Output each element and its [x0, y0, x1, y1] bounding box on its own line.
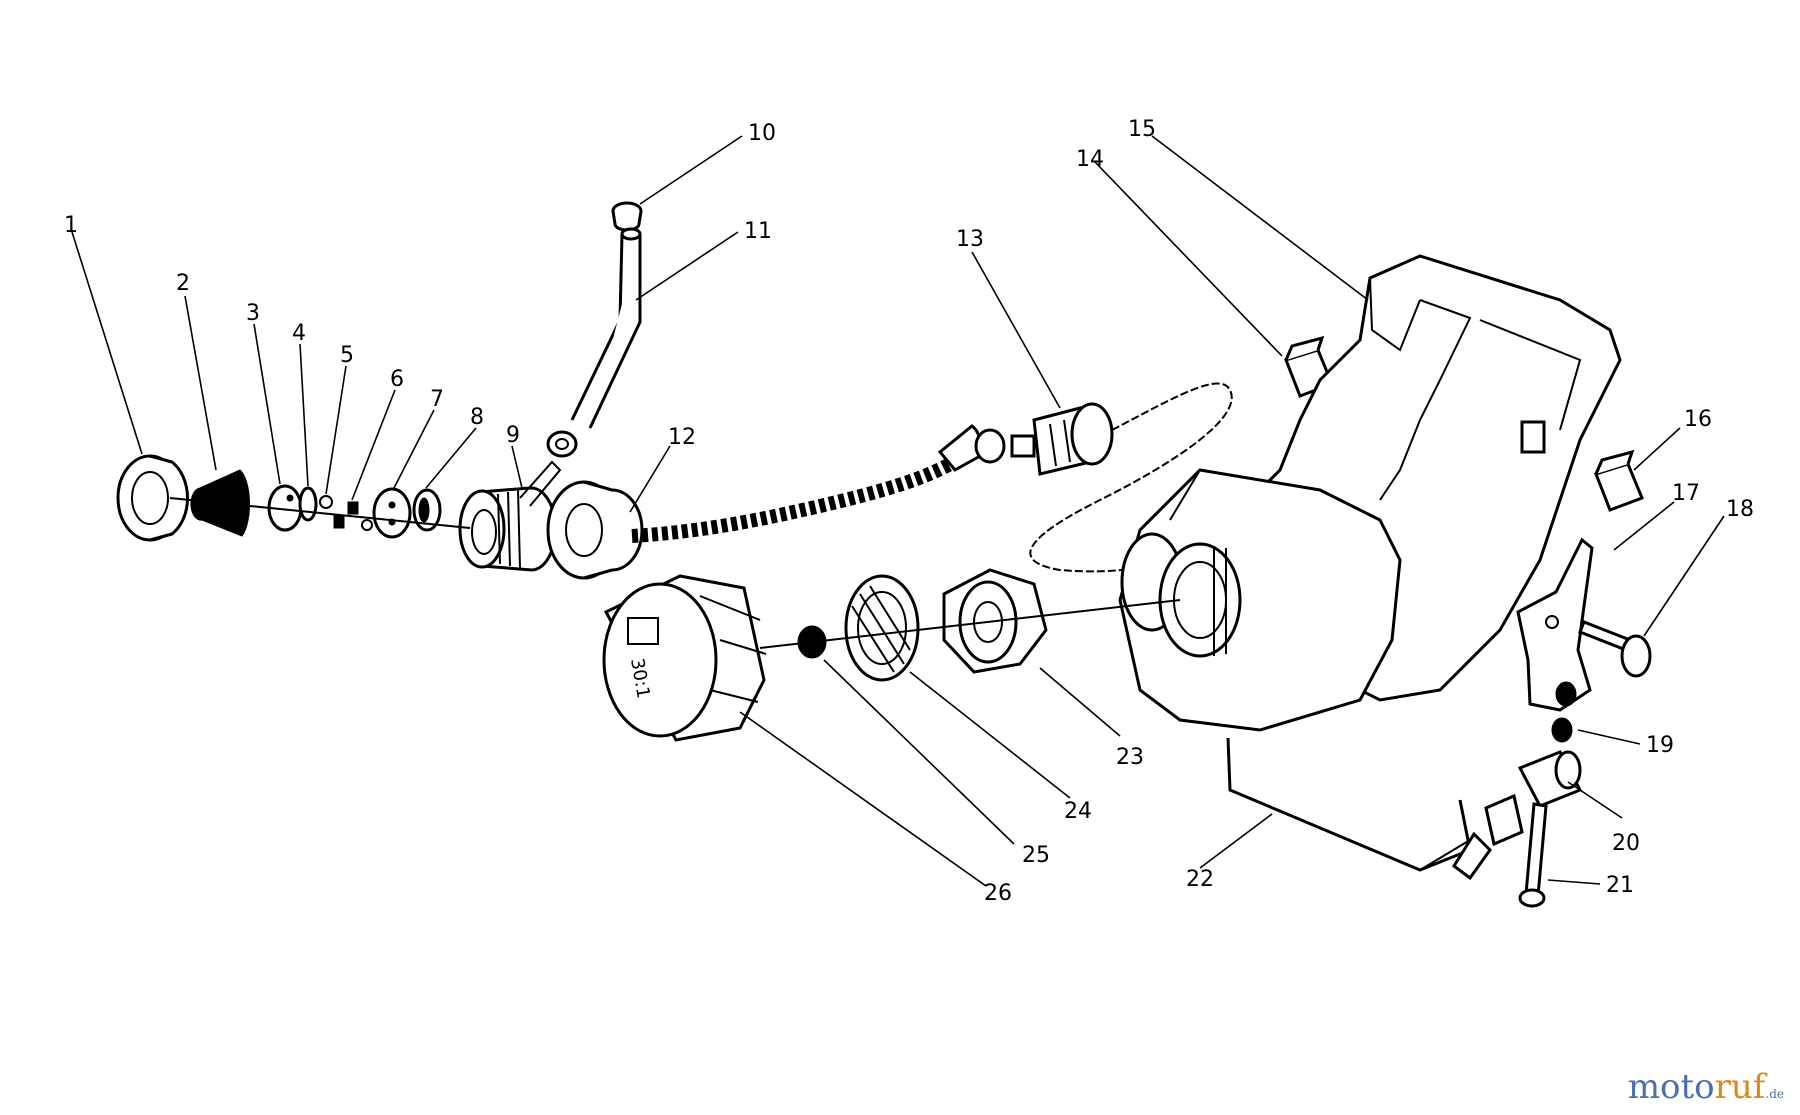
label-2: 2: [176, 271, 190, 296]
part-5-small-ring: [319, 495, 333, 509]
label-4: 4: [292, 321, 306, 346]
label-18: 18: [1726, 497, 1754, 522]
part-8-o-ring: [412, 488, 442, 532]
cap-axis-line: [759, 599, 1181, 649]
leader-lines: [71, 135, 1725, 887]
part-16-pad: [1594, 449, 1644, 512]
label-10: 10: [748, 121, 776, 146]
part-13-fuel-filter: [1010, 382, 1233, 573]
part-24-gasket: [844, 574, 920, 682]
part-7-plate: [372, 487, 412, 539]
label-19: 19: [1646, 733, 1674, 758]
part-21-screw: [1518, 802, 1548, 908]
label-12: 12: [668, 425, 696, 450]
part-19-nut: [1551, 681, 1577, 743]
label-22: 22: [1186, 867, 1214, 892]
label-21: 21: [1606, 873, 1634, 898]
part-12-fuel-hose: [546, 424, 1006, 580]
label-24: 24: [1064, 799, 1092, 824]
part-17-bracket: [1516, 537, 1594, 712]
label-1: 1: [64, 213, 78, 238]
part-20-spike-mount: [1451, 750, 1583, 881]
label-26: 26: [984, 881, 1012, 906]
part-6-check-valve: [333, 501, 373, 531]
label-6: 6: [390, 367, 404, 392]
part-18-screw: [1578, 620, 1652, 678]
label-23: 23: [1116, 745, 1144, 770]
label-20: 20: [1612, 831, 1640, 856]
part-4-washer: [298, 486, 318, 522]
label-9: 9: [506, 423, 520, 448]
assembly-axis-line: [169, 497, 471, 529]
part-10-grommet: [611, 201, 643, 232]
part-9-fitting: [458, 460, 562, 572]
watermark-logo: motoruf.de: [1627, 1067, 1784, 1107]
label-11: 11: [744, 219, 772, 244]
label-8: 8: [470, 405, 484, 430]
part-26-fuel-cap: 30:1: [602, 574, 767, 742]
label-16: 16: [1684, 407, 1712, 432]
label-7: 7: [430, 387, 444, 412]
part-22-bottom-plate: [1226, 737, 1472, 872]
label-13: 13: [956, 227, 984, 252]
label-25: 25: [1022, 843, 1050, 868]
label-3: 3: [246, 301, 260, 326]
part-11-vent-tube: [546, 227, 642, 458]
label-15: 15: [1128, 117, 1156, 142]
label-17: 17: [1672, 481, 1700, 506]
label-5: 5: [340, 343, 354, 368]
part-1-seal-ring: [116, 454, 189, 542]
part-labels: 1 2 3 4 5 6 7 8 9 10 11 12 13 14 15 16 1…: [64, 117, 1754, 906]
label-14: 14: [1076, 147, 1104, 172]
part-tank-body: [1118, 468, 1402, 732]
